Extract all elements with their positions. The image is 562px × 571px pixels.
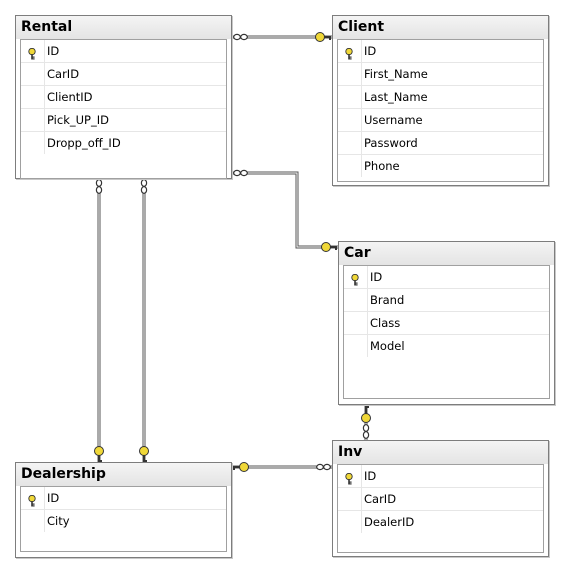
key-icon: [321, 242, 337, 252]
column-name: Username: [364, 113, 423, 127]
column-row[interactable]: Last_Name: [338, 86, 543, 109]
column-name: Phone: [364, 159, 400, 173]
infinity-icon: [233, 33, 248, 41]
column-row[interactable]: Brand: [344, 289, 549, 312]
column-row[interactable]: DealerID: [338, 511, 543, 534]
column-list: ID City: [20, 486, 227, 552]
column-name: Class: [370, 316, 401, 330]
column-row[interactable]: Class: [344, 312, 549, 335]
column-name: ID: [364, 44, 377, 58]
column-row[interactable]: ID: [338, 465, 543, 488]
row-selector: [21, 40, 45, 62]
table-dealership[interactable]: Dealership ID City: [15, 462, 232, 558]
table-title: Client: [333, 16, 548, 39]
column-row[interactable]: CarID: [21, 63, 226, 86]
column-row[interactable]: Username: [338, 109, 543, 132]
row-selector: [338, 63, 362, 85]
column-row[interactable]: ID: [338, 40, 543, 63]
key-icon: [361, 406, 371, 423]
column-row[interactable]: First_Name: [338, 63, 543, 86]
column-list: ID CarID DealerID: [337, 464, 544, 553]
column-row[interactable]: Password: [338, 132, 543, 155]
column-row[interactable]: CarID: [338, 488, 543, 511]
column-name: Pick_UP_ID: [47, 113, 109, 127]
column-name: First_Name: [364, 67, 428, 81]
key-icon: [94, 446, 104, 462]
column-row[interactable]: Model: [344, 335, 549, 358]
column-name: Brand: [370, 293, 405, 307]
column-row[interactable]: Phone: [338, 155, 543, 178]
key-icon: [139, 446, 149, 462]
infinity-icon: [140, 179, 148, 194]
key-icon: [315, 32, 331, 42]
column-name: CarID: [364, 492, 397, 506]
column-row[interactable]: ID: [344, 266, 549, 289]
row-selector: [338, 465, 362, 487]
column-name: ID: [364, 469, 377, 483]
column-name: CarID: [47, 67, 80, 81]
key-icon: [27, 492, 37, 514]
row-selector: [21, 487, 45, 509]
row-selector: [338, 40, 362, 62]
column-name: DealerID: [364, 515, 415, 529]
table-title: Rental: [16, 16, 231, 39]
column-name: Dropp_off_ID: [47, 136, 121, 150]
column-row[interactable]: Pick_UP_ID: [21, 109, 226, 132]
infinity-icon: [233, 169, 248, 177]
row-selector: [21, 63, 45, 85]
table-title: Car: [339, 242, 554, 265]
row-selector: [338, 86, 362, 108]
infinity-icon: [362, 424, 370, 439]
row-selector: [21, 86, 45, 108]
column-row[interactable]: Dropp_off_ID: [21, 132, 226, 155]
row-selector: [344, 289, 368, 311]
relationship-rental-car[interactable]: [232, 171, 338, 249]
table-rental[interactable]: Rental ID CarID ClientID Pick_UP_ID Dropp_of…: [15, 15, 232, 179]
row-selector: [21, 109, 45, 131]
row-selector: [344, 266, 368, 288]
infinity-icon: [316, 463, 331, 471]
key-icon: [344, 45, 354, 67]
column-list: ID CarID ClientID Pick_UP_ID Dropp_off_ID: [20, 39, 227, 179]
row-selector: [21, 510, 45, 532]
column-name: Password: [364, 136, 418, 150]
column-row[interactable]: ID: [21, 40, 226, 63]
row-selector: [338, 488, 362, 510]
key-icon: [233, 462, 249, 472]
column-name: ID: [47, 491, 60, 505]
table-title: Inv: [333, 441, 548, 464]
row-selector: [338, 511, 362, 533]
column-name: Model: [370, 339, 405, 353]
column-row[interactable]: ClientID: [21, 86, 226, 109]
row-selector: [344, 312, 368, 334]
row-selector: [344, 335, 368, 357]
table-inv[interactable]: Inv ID CarID DealerID: [332, 440, 549, 557]
column-name: ID: [47, 44, 60, 58]
row-selector: [21, 132, 45, 154]
row-selector: [338, 109, 362, 131]
column-name: ClientID: [47, 90, 93, 104]
row-selector: [338, 132, 362, 154]
key-icon: [344, 470, 354, 492]
column-name: City: [47, 514, 70, 528]
column-row[interactable]: City: [21, 510, 226, 533]
infinity-icon: [95, 179, 103, 194]
table-title: Dealership: [16, 463, 231, 486]
key-icon: [350, 271, 360, 293]
column-name: ID: [370, 270, 383, 284]
row-selector: [338, 155, 362, 177]
key-icon: [27, 45, 37, 67]
column-name: Last_Name: [364, 90, 428, 104]
column-row[interactable]: ID: [21, 487, 226, 510]
